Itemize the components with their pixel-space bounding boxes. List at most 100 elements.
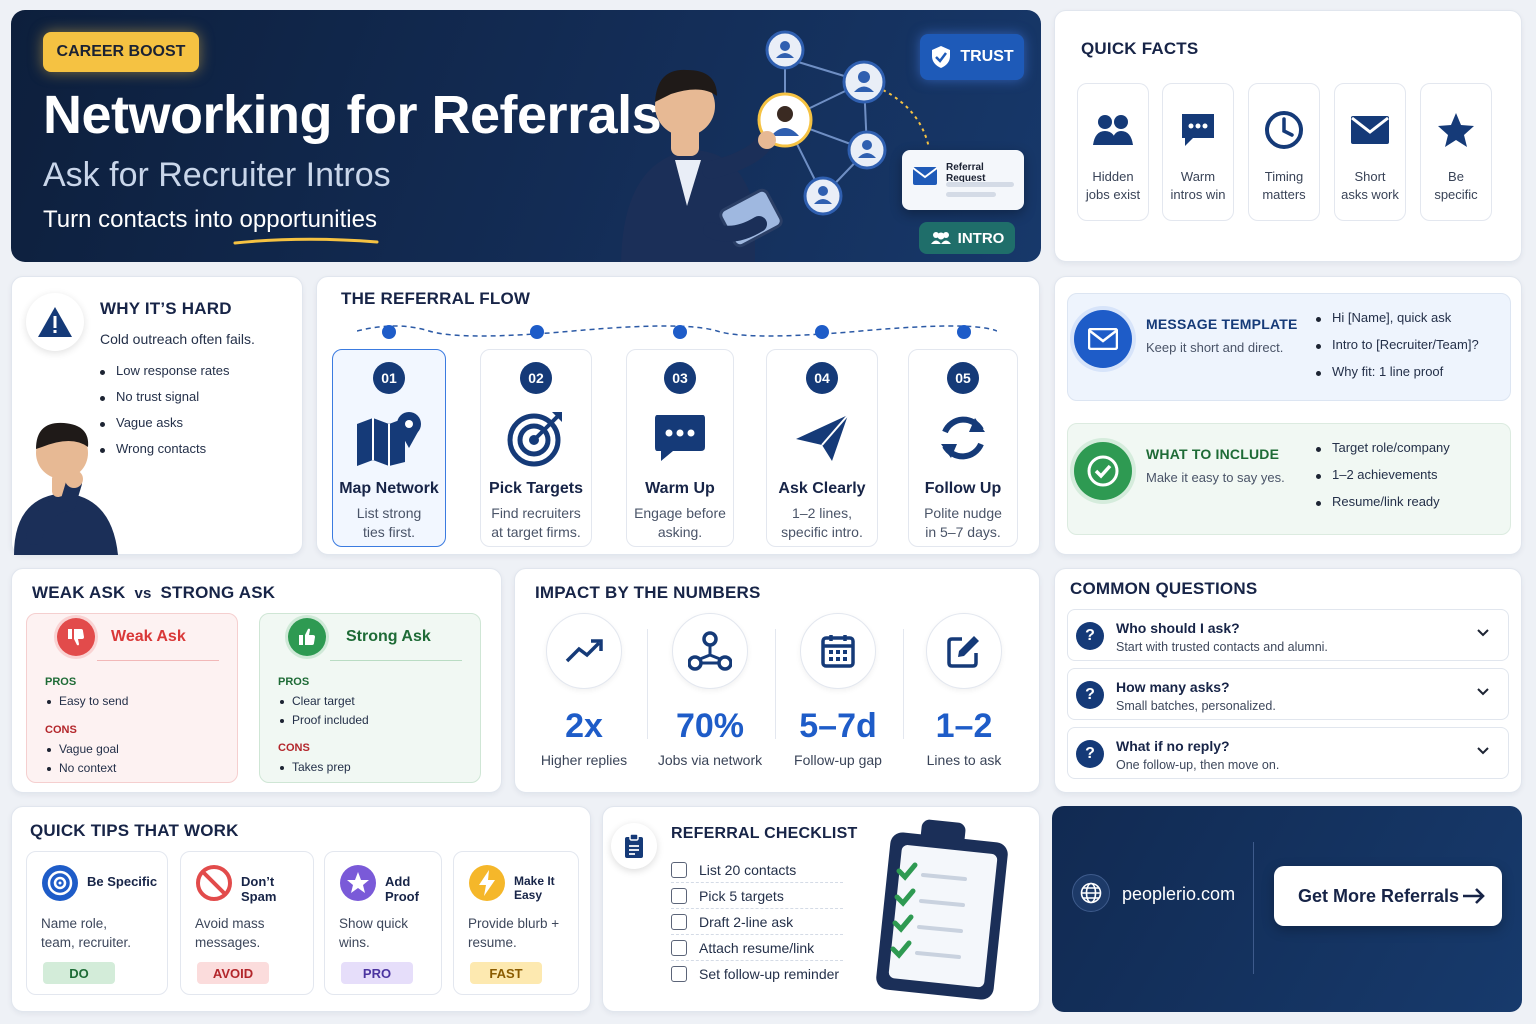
tip-title: Be Specific [87,874,158,889]
stat-replies: 2x Higher replies [525,613,643,768]
stat-value: 5–7d [799,707,877,745]
checkbox[interactable] [671,861,687,878]
tip-title: Add Proof [385,874,419,904]
people-icon [930,232,951,244]
checkbox[interactable] [671,913,687,930]
checklist-item[interactable]: Attach resume/link [671,935,843,961]
pros-label: PROS [278,676,310,688]
list-item: Target role/company [1316,440,1450,455]
step-desc: 1–2 lines, [792,505,852,521]
step-title: Ask Clearly [778,480,866,497]
globe-icon [1080,882,1102,904]
tip-desc: Provide blurb + [468,916,560,931]
list-item: Why fit: 1 line proof [1316,364,1479,379]
list-item: Clear target [280,694,369,708]
step-title: Follow Up [924,480,1002,497]
step-desc: List strong [356,505,422,521]
strong-ask-title: Strong Ask [346,628,431,645]
step-number: 02 [520,362,552,394]
flow-step-ask-clearly[interactable]: 04 Ask Clearly 1–2 lines,specific intro. [766,349,878,547]
faq-answer: Small batches, personalized. [1116,699,1276,713]
list-item: No context [47,761,119,775]
check-badge [1074,442,1132,500]
fact-line2: specific [1434,187,1478,202]
message-card-group: MESSAGE TEMPLATE Keep it short and direc… [1054,276,1522,555]
list-item: Easy to send [47,694,128,708]
website-link[interactable]: peoplerio.com [1122,884,1236,904]
tip-title: Make It Easy [514,874,555,902]
checkbox[interactable] [671,887,687,904]
chevron-down-icon[interactable] [1476,687,1490,697]
cta-button-label: Get More Referrals [1298,885,1460,906]
referral-request-card: Referral Request [902,150,1024,210]
checklist-label: Set follow-up reminder [699,966,840,982]
stat-value: 70% [675,707,745,745]
stat-lines: 1–2 Lines to ask [905,613,1023,768]
message-template-desc: Keep it short and direct. [1146,340,1284,355]
checkbox[interactable] [671,939,687,956]
weak-ask-panel: Weak Ask PROS Easy to send CONS Vague go… [26,613,238,783]
checkbox[interactable] [671,966,687,982]
stat-network: 70% Jobs via network [651,613,769,768]
impact-title: IMPACT BY THE NUMBERS [535,583,761,602]
mail-icon [1088,328,1118,350]
list-item: No trust signal [100,389,229,404]
chevron-down-icon[interactable] [1476,628,1490,638]
underline-swoosh [233,237,379,245]
intro-label: INTRO [957,229,1005,247]
star-icon [340,865,376,901]
stat-label: Lines to ask [926,752,1002,768]
checklist-title: REFERRAL CHECKLIST [671,825,858,842]
flow-title: THE REFERRAL FLOW [341,289,531,308]
step-title: Map Network [339,480,439,497]
edit-icon [947,636,979,668]
checklist-label: List 20 contacts [699,861,797,878]
stat-follow-up: 5–7d Follow-up gap [779,613,897,768]
tip-desc: Name role, [41,916,108,931]
faq-item[interactable]: ? What if no reply? One follow-up, then … [1067,727,1509,779]
warning-badge [26,293,84,351]
paper-plane-icon [796,414,849,461]
faq-question: Who should I ask? [1116,620,1240,636]
fact-line1: Be [1448,169,1464,184]
step-number: 03 [664,362,696,394]
faq-item[interactable]: ? How many asks? Small batches, personal… [1067,668,1509,720]
impact-card: IMPACT BY THE NUMBERS 2x Higher replies … [514,568,1040,793]
weak-vs-strong-title: WEAK ASK vs STRONG ASK [32,583,275,603]
fact-line2: asks work [1341,187,1399,202]
network-illustration [621,30,930,262]
map-pin-icon [357,412,421,466]
shield-check-icon [932,46,951,68]
checklist-item[interactable]: List 20 contacts [671,857,843,883]
why-hard-subtitle: Cold outreach often fails. [100,331,255,347]
clock-icon [1265,111,1303,149]
cons-label: CONS [45,724,77,736]
tip-badge: AVOID [197,962,269,984]
what-include-title: WHAT TO INCLUDE [1146,446,1280,462]
list-item: Hi [Name], quick ask [1316,310,1479,325]
mail-icon [1351,116,1389,144]
chevron-down-icon[interactable] [1476,746,1490,756]
list-item: Low response rates [100,363,229,378]
checklist-item[interactable]: Set follow-up reminder [671,961,851,987]
questions-title: COMMON QUESTIONS [1070,579,1258,598]
checklist-item[interactable]: Pick 5 targets [671,883,843,909]
page-subtitle: Ask for Recruiter Intros [43,156,391,194]
faq-item[interactable]: ? Who should I ask? Start with trusted c… [1067,609,1509,661]
get-more-referrals-button[interactable]: Get More Referrals [1274,866,1502,926]
hero-banner: CAREER BOOST Networking for Referrals As… [11,10,1041,262]
checklist-item[interactable]: Draft 2-line ask [671,909,843,935]
strong-ask-heading: STRONG ASK [160,583,276,602]
trust-badge: TRUST [920,34,1024,80]
quick-facts-title: QUICK FACTS [1081,39,1199,58]
why-hard-title: WHY IT’S HARD [100,299,232,318]
common-questions-card: COMMON QUESTIONS ? Who should I ask? Sta… [1054,568,1522,793]
